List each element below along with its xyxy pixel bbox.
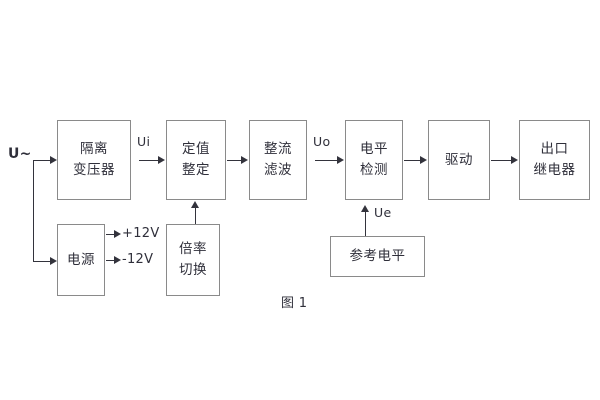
detection-to-drive-line (404, 160, 420, 162)
power-rail-positive-line (106, 234, 116, 236)
transformer-to-setting-arrowhead (158, 156, 165, 164)
drive-to-relay-arrowhead (511, 156, 518, 164)
detection-to-drive-arrowhead (420, 156, 427, 164)
block-line: 驱动 (445, 151, 473, 168)
power-rail-negative-arrowhead (114, 256, 121, 264)
input-to-power-line (33, 261, 50, 263)
block-output-relay[interactable]: 出口 继电器 (519, 120, 590, 200)
rectify-to-detection-arrowhead (337, 156, 344, 164)
input-to-transformer-arrowhead (50, 156, 57, 164)
block-line: 电源 (67, 251, 95, 268)
rectify-to-detection-line (315, 160, 337, 162)
block-line: 继电器 (533, 162, 576, 178)
block-line: 滤波 (264, 162, 292, 178)
rail-label-positive-12v: +12V (122, 226, 160, 241)
block-line: 切换 (179, 262, 207, 278)
setting-to-rectify-line (227, 160, 241, 162)
input-source-label: U~ (8, 146, 32, 162)
reference-to-detection-line (365, 212, 367, 236)
block-rectify-filter[interactable]: 整流 滤波 (249, 120, 307, 200)
block-line: 倍率 (179, 241, 207, 258)
power-rail-positive-arrowhead (114, 230, 121, 238)
block-line: 隔离 (80, 141, 108, 158)
reference-to-detection-arrowhead (361, 205, 369, 212)
setting-to-rectify-arrowhead (241, 156, 248, 164)
block-line: 整流 (264, 141, 292, 158)
figure-caption: 图 1 (281, 296, 308, 311)
block-reference-level[interactable]: 参考电平 (330, 236, 425, 277)
block-multiplier-switch[interactable]: 倍率 切换 (166, 224, 220, 296)
block-level-detection[interactable]: 电平 检测 (345, 120, 403, 200)
block-power-supply[interactable]: 电源 (57, 224, 105, 296)
input-to-power-arrowhead (50, 257, 57, 265)
block-line: 整定 (182, 162, 210, 178)
block-line: 电平 (360, 141, 388, 158)
signal-label-uo: Uo (313, 134, 331, 149)
block-line: 出口 (540, 141, 569, 158)
multiplier-to-setting-line (195, 208, 197, 224)
input-to-transformer-line (33, 160, 50, 162)
drive-to-relay-line (491, 160, 511, 162)
transformer-to-setting-line (139, 160, 158, 162)
input-bus-vertical (33, 160, 35, 262)
rail-label-negative-12v: -12V (122, 252, 154, 267)
block-line: 定值 (182, 141, 210, 158)
block-line: 参考电平 (349, 248, 406, 265)
signal-label-ui: Ui (137, 134, 151, 149)
block-line: 变压器 (73, 162, 115, 178)
multiplier-to-setting-arrowhead (191, 201, 199, 208)
power-rail-negative-line (106, 260, 116, 262)
block-setting-adjustment[interactable]: 定值 整定 (166, 120, 226, 200)
signal-label-ue: Ue (374, 205, 392, 220)
block-drive[interactable]: 驱动 (428, 120, 490, 200)
block-line: 检测 (360, 162, 388, 178)
block-isolation-transformer[interactable]: 隔离 变压器 (57, 120, 131, 200)
